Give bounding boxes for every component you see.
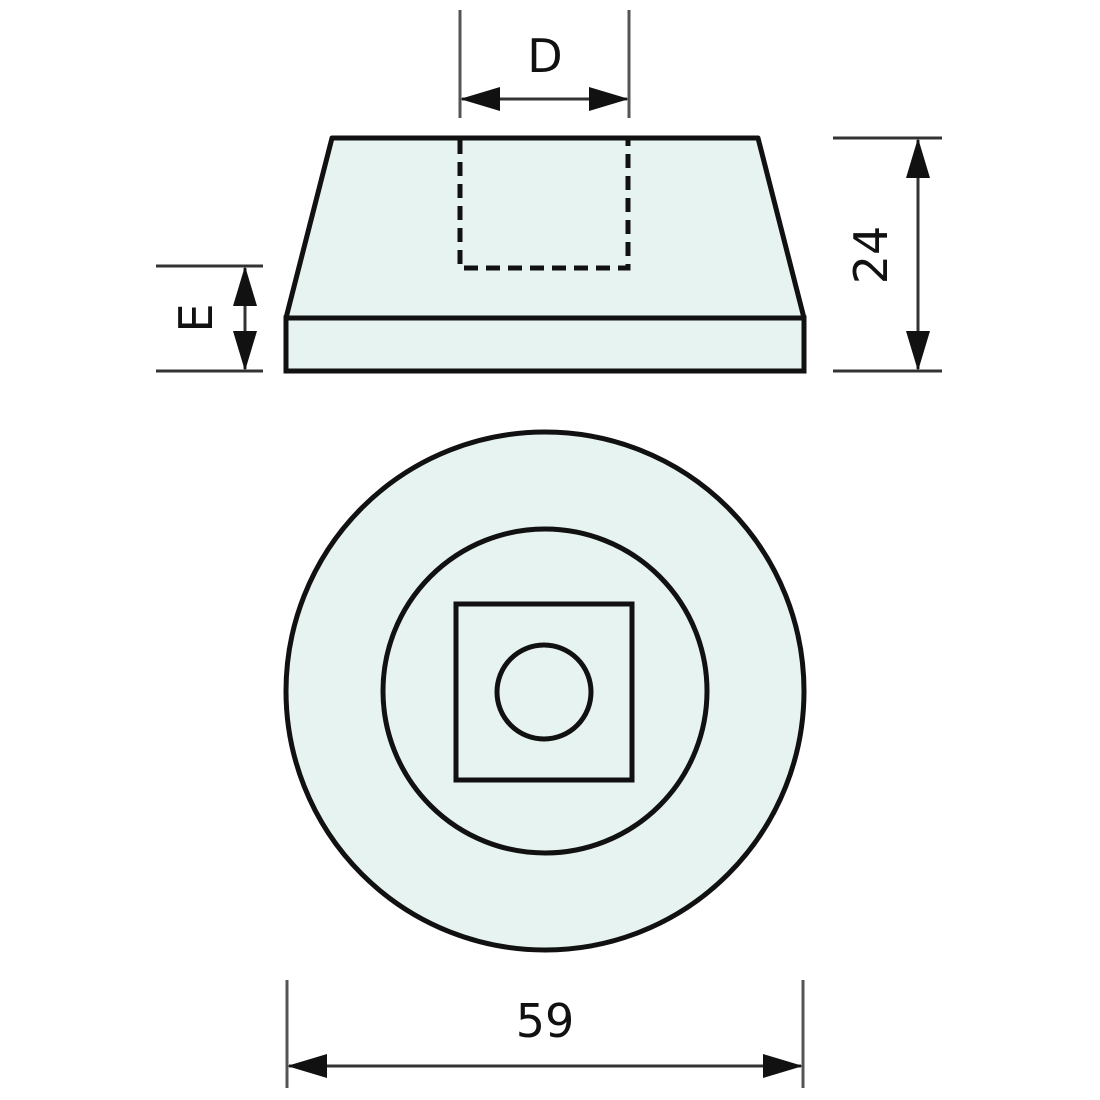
side-view <box>283 135 807 374</box>
base-plate <box>283 315 807 374</box>
dimension-height: 24 <box>833 136 942 373</box>
dimension-diameter: 59 <box>285 980 805 1088</box>
dimension-e-label: E <box>169 303 223 332</box>
hidden-bore-outline <box>457 140 631 271</box>
center-hole <box>494 642 594 742</box>
top-view <box>283 429 807 953</box>
dimension-d-label: D <box>527 29 562 83</box>
dimension-d: D <box>458 10 631 118</box>
dimension-diameter-label: 59 <box>516 994 575 1048</box>
dimension-height-label: 24 <box>844 226 898 285</box>
dimension-e: E <box>156 264 263 373</box>
frustum-body <box>283 135 807 321</box>
